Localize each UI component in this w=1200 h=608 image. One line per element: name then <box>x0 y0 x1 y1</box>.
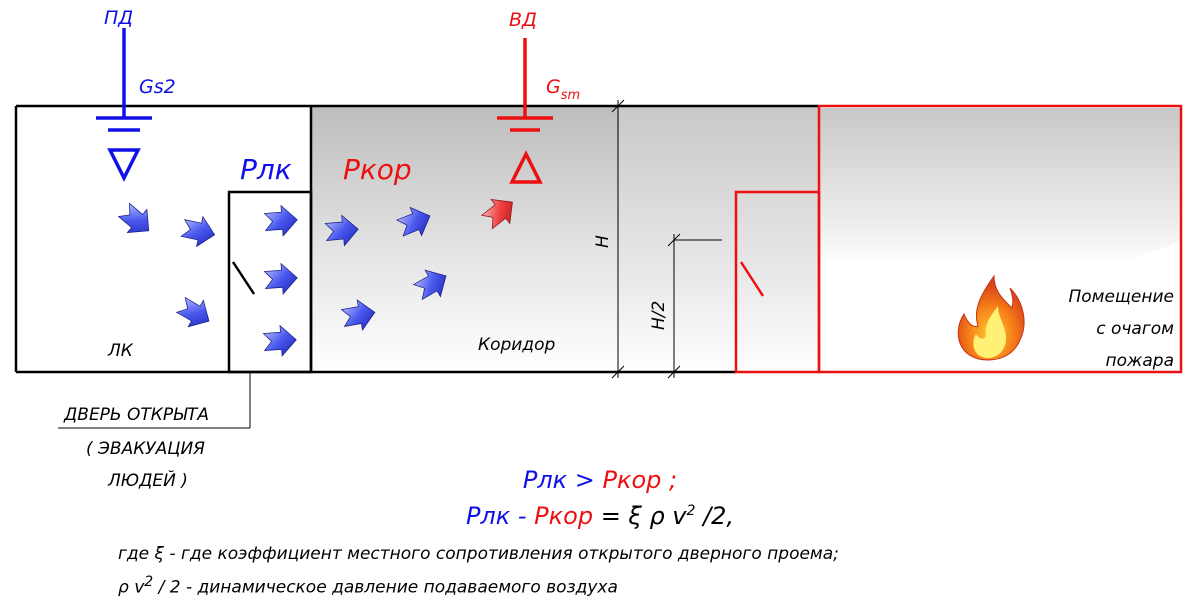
corridor-smoke-2 <box>619 106 819 372</box>
building-outline <box>14 104 818 374</box>
dimension-h <box>611 99 625 379</box>
formula2-p-kor: Ркор <box>534 502 594 530</box>
airflow-arrow-icon <box>179 212 219 250</box>
formula2-minus: - <box>510 502 535 530</box>
formula-line2: Рлк - Ркор = ξ ρ v2 /2, <box>0 502 1200 530</box>
corridor-label: Коридор <box>478 335 555 355</box>
formula2-eq: = ξ ρ v <box>593 502 687 530</box>
gs2-label: Gs2 <box>139 76 176 98</box>
gsm-label: Gsm <box>546 76 580 103</box>
room-label-line3: пожара <box>1106 351 1174 371</box>
airflow-arrows <box>113 197 513 358</box>
door-callout-leader <box>58 372 251 429</box>
note2-a: ρ v <box>118 577 145 598</box>
airflow-arrow-icon <box>262 324 298 358</box>
formula-gt: > <box>567 466 603 494</box>
corridor-smoke <box>311 106 619 372</box>
lk-door-leaf <box>231 261 256 295</box>
dimension-h-half <box>667 233 722 379</box>
vd-label: ВД <box>509 9 537 31</box>
pd-label: ПД <box>104 7 133 29</box>
h-half-dimension-label: H/2 <box>649 301 669 330</box>
airflow-arrow-icon <box>113 197 159 243</box>
room-label-line1: Помещение <box>1068 287 1174 307</box>
note-line1: где ξ - где коэффициент местного сопроти… <box>118 544 839 564</box>
formula-line1: Рлк > Ркор ; <box>0 466 1200 494</box>
room-label-line2: с очагом <box>1096 319 1174 339</box>
p-kor-label: Ркор <box>343 153 412 186</box>
note2-pow: 2 <box>144 574 154 590</box>
door-callout-line2: ( ЭВАКУАЦИЯ <box>86 439 205 459</box>
formula2-pow: 2 <box>686 503 696 519</box>
airflow-arrow-icon <box>263 262 299 296</box>
door-callout-line1: ДВЕРЬ ОТКРЫТА <box>63 405 209 425</box>
formula-p-lk: Рлк <box>522 466 568 494</box>
airflow-arrow-icon <box>173 291 217 335</box>
p-lk-label: Рлк <box>240 153 292 186</box>
note2-b: / 2 - динамическое давление подаваемого … <box>153 577 618 598</box>
h-dimension-label: H <box>593 235 613 248</box>
formula2-p-lk: Рлк <box>465 502 511 530</box>
room-smoke <box>820 108 1180 267</box>
exhaust-fan-icon <box>497 38 553 184</box>
fire-icon <box>957 274 1025 361</box>
fire-room-door <box>739 261 765 297</box>
door-callout-line3: ЛЮДЕЙ ) <box>107 469 188 491</box>
airflow-arrow-red-icon <box>480 199 513 230</box>
note-line2: ρ v2 / 2 - динамическое давление подавае… <box>118 574 618 598</box>
lk-label: ЛК <box>107 341 134 361</box>
supply-fan-icon <box>96 28 152 182</box>
fire-room-outline <box>734 104 1183 374</box>
formula-p-kor: Ркор ; <box>602 466 678 494</box>
airflow-arrow-icon <box>263 204 299 238</box>
formula2-end: /2, <box>695 502 735 530</box>
